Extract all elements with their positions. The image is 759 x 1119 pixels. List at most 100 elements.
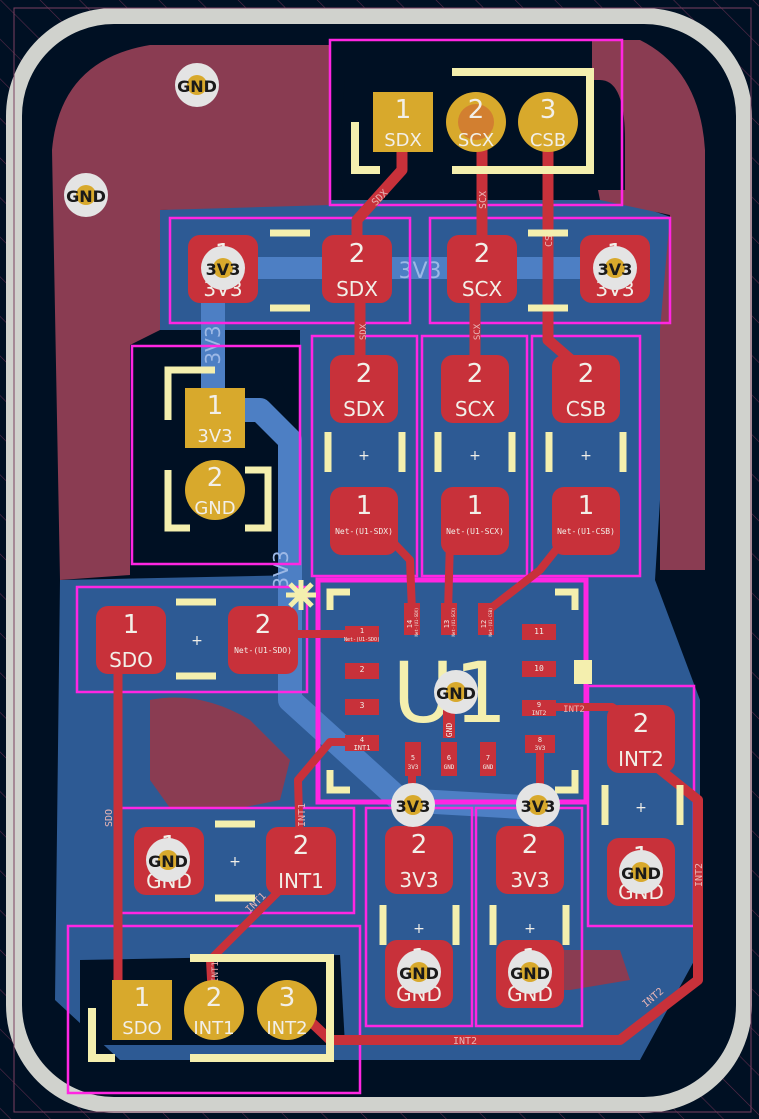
header-top-pin-1[interactable]	[373, 92, 433, 152]
header-top-pin-2-name: SCX	[458, 130, 494, 151]
r-sdx-pad-1[interactable]	[330, 487, 398, 555]
silk-r-sdx	[324, 432, 406, 472]
ic-pin-2[interactable]	[345, 663, 379, 679]
ic-pin-7-num: 7	[486, 754, 490, 762]
r-sdo-pad-2[interactable]	[228, 606, 298, 674]
silk-left-header	[164, 366, 272, 532]
ic-pin-13[interactable]	[441, 603, 457, 635]
vias: GND GND 3V3 3V3 GND 3V3	[64, 63, 663, 994]
via-3v3-jumper-2[interactable]: 3V3	[593, 246, 637, 290]
trace-int2-long	[283, 755, 703, 1045]
cap-int2-center: +	[635, 800, 647, 816]
trace-label-int1-a: INT1	[297, 803, 308, 827]
header-left-pin-1[interactable]	[185, 388, 245, 448]
silk-ic-notch	[574, 660, 592, 684]
resistor-csb: + 2 CSB 1 Net-(U1-CSB)	[545, 355, 627, 555]
header-bottom-pin-3[interactable]	[257, 980, 317, 1040]
header-left: 1 3V3 2 GND	[164, 366, 272, 532]
r-sdx-pad-2-name: SDX	[343, 397, 385, 421]
via-gnd-1[interactable]: GND	[175, 63, 219, 107]
silk-r-scx	[434, 432, 516, 472]
ic-pin-7[interactable]	[480, 742, 496, 776]
svg-text:3V3: 3V3	[598, 260, 633, 279]
ic-pin-10[interactable]	[522, 661, 556, 677]
ic-pin-9[interactable]	[522, 700, 556, 716]
r-sdx-pad-2-num: 2	[356, 359, 373, 389]
r-csb-pad-2[interactable]	[552, 355, 620, 423]
header-left-pin-2-name: GND	[194, 498, 235, 519]
r-sdx-pad-2[interactable]	[330, 355, 398, 423]
header-top-pin-3-num: 3	[540, 95, 557, 125]
header-bottom-pin-1[interactable]	[112, 980, 172, 1040]
r-csb-pad-2-num: 2	[578, 359, 595, 389]
ic-pin-5[interactable]	[405, 742, 421, 776]
header-left-pin-2[interactable]	[185, 460, 245, 520]
via-gnd-cap-int2[interactable]: GND	[619, 850, 663, 894]
ic-pin-12-num: 12	[480, 620, 488, 628]
ic-pin-8[interactable]	[525, 735, 555, 753]
via-gnd-cap-3v3-2[interactable]: GND	[508, 950, 552, 994]
cap-3v3-2-pad-2-name: 3V3	[510, 868, 549, 892]
ic-pin-14[interactable]	[404, 603, 420, 635]
ic-pin-3[interactable]	[345, 699, 379, 715]
via-gnd-cap-3v3-1[interactable]: GND	[397, 950, 441, 994]
r-scx-pad-1-num: 1	[467, 491, 484, 521]
ic-pin-1[interactable]	[345, 626, 379, 642]
trace-label-scx: SCX	[478, 191, 489, 209]
ic-pin-8-num: 8	[538, 736, 542, 744]
svg-text:GND: GND	[148, 852, 188, 871]
ic-pin-13-num: 13	[443, 620, 451, 628]
cap-3v3-2-pad-2[interactable]	[496, 826, 564, 894]
jumper-1-pad-2[interactable]	[322, 235, 392, 303]
ic-pin-3-num: 3	[360, 701, 365, 710]
svg-text:GND: GND	[510, 964, 550, 983]
resistor-sdx: + 2 SDX 1 Net-(U1-SDX)	[324, 355, 406, 555]
ic-pin-4-name: INT1	[354, 744, 371, 752]
cap-3v3-1-center: +	[413, 921, 425, 937]
svg-text:GND: GND	[621, 864, 661, 883]
r-scx-pad-1[interactable]	[441, 487, 509, 555]
ic-pin-8-name: 3V3	[535, 745, 546, 752]
courtyard-top-header	[328, 38, 624, 207]
r-csb-pad-1[interactable]	[552, 487, 620, 555]
ic-pin-5-num: 5	[411, 754, 415, 762]
r-scx-pad-2[interactable]	[441, 355, 509, 423]
ic-pin-4[interactable]	[345, 735, 379, 751]
ic-pin-11[interactable]	[522, 624, 556, 640]
cap-3v3-1-pad-2[interactable]	[385, 826, 453, 894]
silk-cap-3v3-1	[379, 905, 460, 945]
ic-gnd-stub-label: GND	[445, 723, 454, 738]
trace-label-int2-a: INT2	[563, 705, 585, 715]
cap-int1-pad-2[interactable]	[266, 827, 336, 895]
header-top-pin-1-num: 1	[395, 95, 412, 125]
courtyard-r-sdo	[75, 585, 309, 694]
bottom-label-3v3-top: 3V3	[398, 259, 441, 284]
cap-int2-pad-2[interactable]	[607, 705, 675, 773]
header-bottom-pin-1-name: SDO	[122, 1018, 161, 1039]
via-3v3-jumper-1[interactable]: 3V3	[201, 246, 245, 290]
header-top-pin-3[interactable]	[518, 92, 578, 152]
header-top-pin-2[interactable]	[446, 92, 506, 152]
via-gnd-2[interactable]: GND	[64, 173, 108, 217]
r-csb-pad-1-num: 1	[578, 491, 595, 521]
r-sdo-center: +	[191, 633, 203, 649]
courtyard-r-csb	[530, 334, 642, 578]
via-gnd-cap-int1[interactable]: GND	[146, 838, 190, 882]
r-sdo-pad-1[interactable]	[96, 606, 166, 674]
header-bottom-pin-2[interactable]	[184, 980, 244, 1040]
jumper-2-pad-2[interactable]	[447, 235, 517, 303]
ic-pin-2-num: 2	[360, 665, 365, 674]
ic-pin-1-name: Net-(U1-SDO)	[344, 637, 380, 643]
copper-pour-top	[52, 45, 330, 580]
via-3v3-ic-left[interactable]: 3V3	[391, 783, 435, 827]
resistor-scx: + 2 SCX 1 Net-(U1-SCX)	[434, 355, 516, 555]
silk-cap-int2	[601, 785, 684, 825]
svg-text:GND: GND	[436, 684, 476, 703]
via-gnd-ic[interactable]: GND	[434, 670, 478, 714]
ic-pin-6[interactable]	[441, 742, 457, 776]
r-scx-pad-2-num: 2	[467, 359, 484, 389]
ic-pin-12[interactable]	[478, 603, 494, 635]
via-3v3-ic-right[interactable]: 3V3	[516, 783, 560, 827]
ic-pin-13-name: Net-(U1-SCX)	[451, 608, 456, 637]
svg-text:3V3: 3V3	[521, 797, 556, 816]
